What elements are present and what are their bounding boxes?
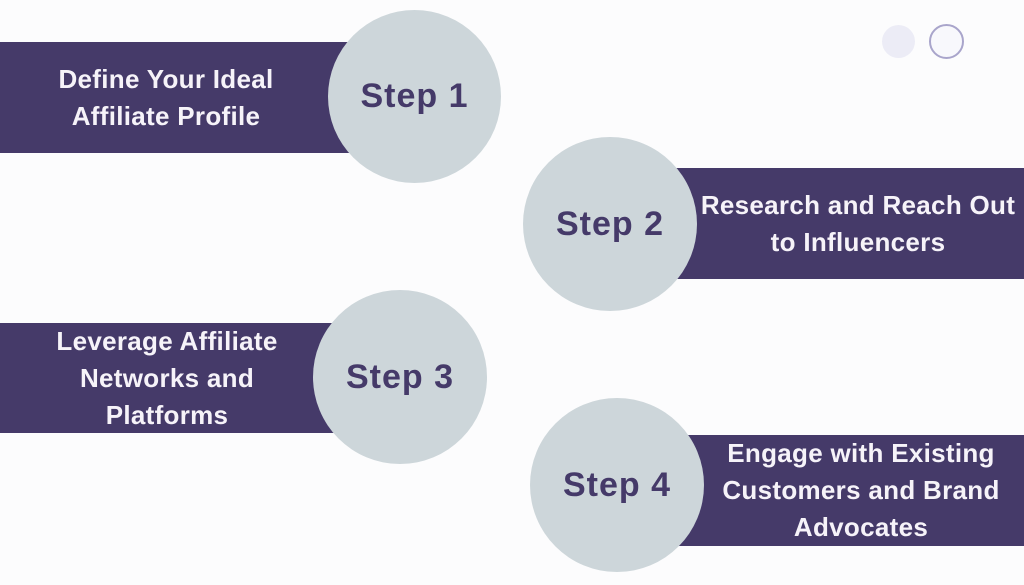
step-1-label: Step 1 (360, 77, 469, 115)
step-2-title: Research and Reach Out to Influencers (692, 168, 1024, 279)
step-3-title-line: Leverage Affiliate (56, 325, 278, 356)
step-4-circle: Step 4 (530, 398, 704, 572)
step-3-label: Step 3 (345, 357, 455, 396)
step-2-label: Step 2 (555, 204, 665, 243)
step-2-circle: Step 2 (523, 137, 697, 311)
step-2-title-line: to Influencers (770, 226, 946, 257)
step-4-title-line: Advocates (793, 512, 929, 542)
step-4-title-line: Customers and Brand (722, 475, 1000, 505)
step-1-title-line: Affiliate Profile (71, 100, 261, 131)
step-3-circle: Step 3 (313, 290, 487, 464)
outlined-dot-decoration (929, 24, 964, 59)
filled-dot-decoration (882, 25, 915, 58)
step-1-title-line: Define Your Ideal (58, 63, 274, 94)
step-1-circle: Step 1 (328, 10, 501, 183)
step-3-title: Leverage Affiliate Networks and Platform… (0, 323, 334, 433)
step-3-title-line: Platforms (105, 399, 229, 430)
step-3-title-line: Networks and (79, 362, 255, 393)
step-1-title: Define Your Ideal Affiliate Profile (0, 42, 332, 153)
step-4-label: Step 4 (562, 465, 672, 504)
step-4-title-line: Engage with Existing (727, 438, 995, 468)
step-2-title-line: Research and Reach Out (700, 189, 1016, 220)
step-4-title: Engage with Existing Customers and Brand… (698, 435, 1024, 546)
